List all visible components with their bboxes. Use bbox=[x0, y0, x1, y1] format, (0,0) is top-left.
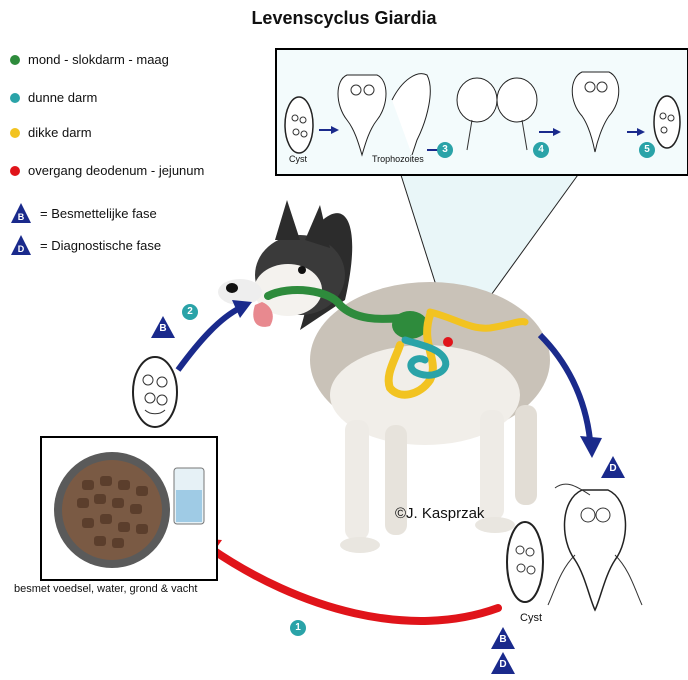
inset-trophozoites-label: Trophozoites bbox=[372, 154, 424, 164]
step-badge-4: 4 bbox=[533, 142, 549, 158]
phase-d-badge-feces: D bbox=[600, 455, 626, 479]
trophozoite-inset: Cyst Trophozoites 3 4 5 bbox=[275, 48, 688, 176]
food-bowl-illustration bbox=[42, 438, 216, 579]
cyst-label: Cyst bbox=[520, 612, 542, 624]
food-label: besmet voedsel, water, grond & vacht bbox=[14, 583, 197, 595]
phase-d-badge-bottom: D bbox=[490, 651, 516, 675]
step-badge-2: 2 bbox=[182, 304, 198, 320]
copyright-label: ©J. Kasprzak bbox=[395, 505, 484, 522]
phase-b-badge-step2: B bbox=[150, 315, 176, 339]
step-badge-5: 5 bbox=[639, 142, 655, 158]
contaminated-food-box bbox=[40, 436, 218, 581]
inset-artwork bbox=[277, 50, 687, 174]
step-badge-1: 1 bbox=[290, 620, 306, 636]
cyst-illustration-left bbox=[133, 357, 177, 427]
inset-cyst-label: Cyst bbox=[289, 154, 307, 164]
phase-b-badge-bottom: B bbox=[490, 626, 516, 650]
trophozoite-illustration-right bbox=[548, 484, 642, 610]
step-badge-3: 3 bbox=[437, 142, 453, 158]
cyst-illustration-right bbox=[507, 522, 543, 602]
